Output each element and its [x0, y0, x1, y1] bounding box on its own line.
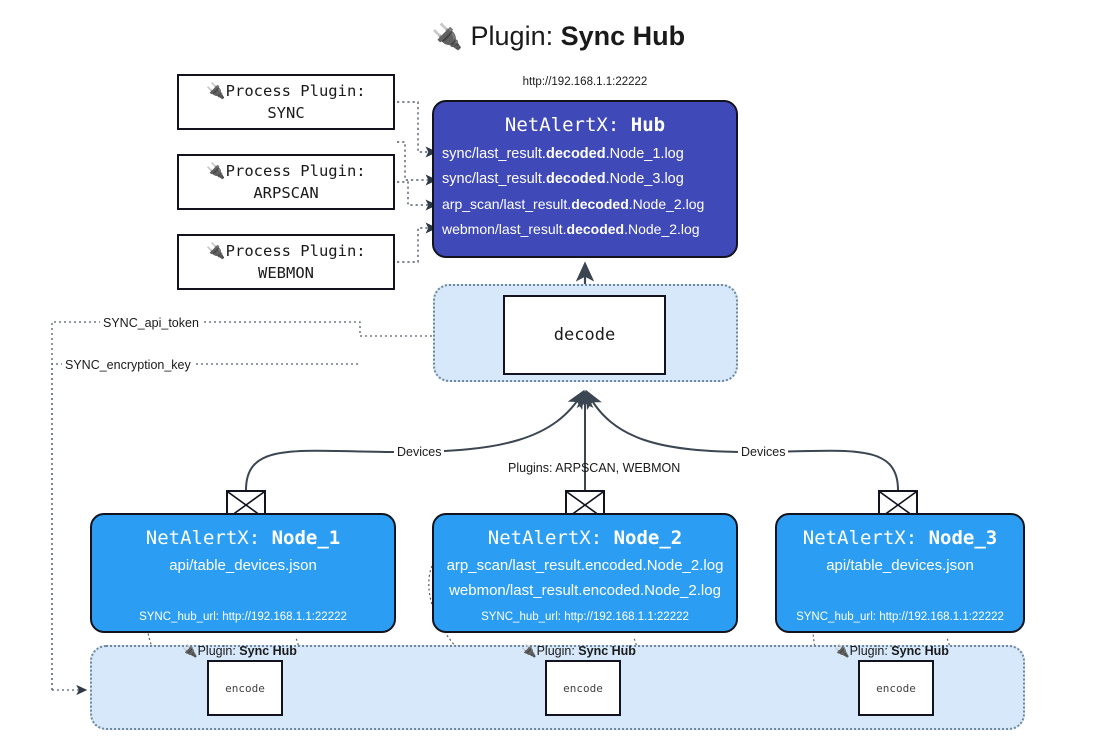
hub-log-line: arp_scan/last_result.decoded.Node_2.log: [442, 196, 705, 212]
hub-log-line: webmon/last_result.decoded.Node_2.log: [442, 221, 700, 237]
encode-box-node-2[interactable]: encode: [545, 660, 621, 716]
plugin-tag-sync-hub: 🔌Plugin: Sync Hub: [521, 644, 636, 658]
process-plugin-arpscan[interactable]: 🔌Process Plugin: ARPSCAN: [177, 154, 395, 210]
plug-icon: 🔌: [206, 162, 226, 180]
node-line: api/table_devices.json: [169, 557, 317, 574]
encode-box-node-3[interactable]: encode: [858, 660, 934, 716]
plug-icon: 🔌: [206, 82, 226, 100]
node-line: api/table_devices.json: [826, 557, 974, 574]
node-title: NetAlertX: Node_2: [487, 527, 683, 549]
node-title: NetAlertX: Node_3: [802, 527, 998, 549]
edge-label-api-token: SYNC_api_token: [100, 316, 202, 330]
node-line: arp_scan/last_result.encoded.Node_2.log: [446, 557, 724, 574]
process-plugin-line2: WEBMON: [258, 264, 314, 282]
edge-api-token: [51, 321, 501, 690]
hub-log-list: sync/last_result.decoded.Node_1.log sync…: [434, 142, 736, 242]
hub-title-prefix: NetAlertX:: [504, 114, 631, 136]
title-name: Sync Hub: [560, 21, 686, 51]
edge-webmon-to-hub: [397, 222, 438, 263]
plug-icon: 🔌: [431, 23, 464, 51]
node-footer: SYNC_hub_url: http://192.168.1.1:22222: [139, 611, 347, 623]
process-plugin-line1: 🔌Process Plugin:: [206, 82, 366, 100]
node-title: NetAlertX: Node_1: [145, 527, 341, 549]
process-plugin-webmon[interactable]: 🔌Process Plugin: WEBMON: [177, 234, 395, 290]
process-plugin-line2: ARPSCAN: [253, 184, 319, 202]
decode-box[interactable]: decode: [503, 295, 666, 375]
process-plugin-line1: 🔌Process Plugin:: [206, 162, 366, 180]
plug-icon: 🔌: [182, 644, 198, 658]
node-footer: SYNC_hub_url: http://192.168.1.1:22222: [481, 611, 689, 623]
node-footer: SYNC_hub_url: http://192.168.1.1:22222: [796, 611, 1004, 623]
hub-log-line: sync/last_result.decoded.Node_1.log: [442, 146, 684, 162]
edge-label-encryption-key: SYNC_encryption_key: [62, 358, 194, 372]
edge-node3-to-decode: [585, 389, 899, 491]
node-line: webmon/last_result.encoded.Node_2.log: [449, 582, 721, 599]
hub-node[interactable]: NetAlertX: Hub sync/last_result.decoded.…: [432, 100, 738, 258]
edge-arpscan-to-hub: [397, 181, 438, 211]
edge-sync-to-hub: [397, 101, 438, 158]
encode-box-node-1[interactable]: encode: [207, 660, 283, 716]
hub-title: NetAlertX: Hub: [434, 114, 736, 136]
hub-url-caption: http://192.168.1.1:22222: [522, 76, 648, 88]
process-plugin-line2: SYNC: [267, 104, 305, 122]
node-box-node-1[interactable]: NetAlertX: Node_1 api/table_devices.json…: [90, 513, 396, 633]
plug-icon: 🔌: [206, 242, 226, 260]
plugin-tag-sync-hub: 🔌Plugin: Sync Hub: [182, 644, 297, 658]
node-box-node-3[interactable]: NetAlertX: Node_3 api/table_devices.json…: [775, 513, 1025, 633]
hub-title-name: Hub: [630, 114, 666, 136]
title-prefix: Plugin:: [470, 21, 561, 51]
process-plugin-line1: 🔌Process Plugin:: [206, 242, 366, 260]
plugin-tag-sync-hub: 🔌Plugin: Sync Hub: [834, 644, 949, 658]
plug-icon: 🔌: [521, 644, 537, 658]
edge-sync-to-hub-2: [397, 141, 438, 186]
node-box-node-2[interactable]: NetAlertX: Node_2 arp_scan/last_result.e…: [432, 513, 738, 633]
edge-label-devices-right: Devices: [738, 445, 789, 459]
edge-node1-to-decode: [245, 389, 585, 491]
plug-icon: 🔌: [834, 644, 850, 658]
hub-log-line: sync/last_result.decoded.Node_3.log: [442, 171, 684, 187]
edge-label-devices-left: Devices: [394, 445, 445, 459]
process-plugin-sync[interactable]: 🔌Process Plugin: SYNC: [177, 74, 395, 130]
page-title: 🔌 Plugin: Sync Hub: [0, 16, 1117, 57]
edge-label-plugins-mid: Plugins: ARPSCAN, WEBMON: [508, 461, 681, 475]
